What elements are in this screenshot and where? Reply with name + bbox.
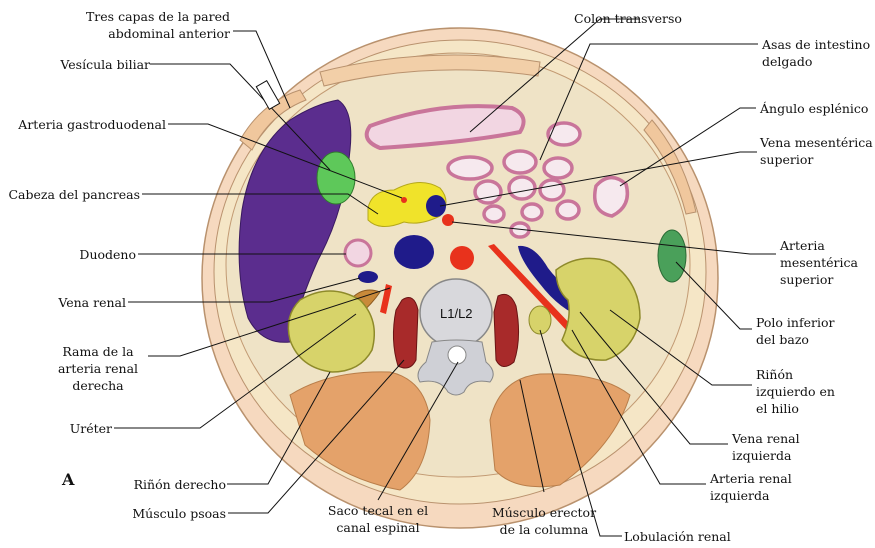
label-tres-capas: Tres capas de la pared abdominal anterio… bbox=[70, 8, 230, 42]
label-vena-renal-line1: Vena renal bbox=[30, 294, 126, 311]
label-vena-mesenterica: Vena mesentérica superior bbox=[760, 134, 873, 168]
label-erector-line1: Músculo erector bbox=[484, 504, 604, 521]
label-polo-bazo-line1: Polo inferior bbox=[756, 314, 834, 331]
label-ureter: Uréter bbox=[30, 420, 112, 437]
label-tres-capas-line2: abdominal anterior bbox=[70, 25, 230, 42]
label-lobulacion-line1: Lobulación renal bbox=[624, 528, 731, 545]
aorta bbox=[450, 246, 474, 270]
label-polo-bazo: Polo inferior del bazo bbox=[756, 314, 834, 348]
label-saco-tecal-line2: canal espinal bbox=[318, 519, 438, 536]
label-arteria-renal-izq-line2: izquierda bbox=[710, 487, 792, 504]
label-tres-capas-line1: Tres capas de la pared bbox=[70, 8, 230, 25]
label-rinon-izq-line3: el hilio bbox=[756, 400, 835, 417]
label-saco-tecal: Saco tecal en el canal espinal bbox=[318, 502, 438, 536]
label-angulo: Ángulo esplénico bbox=[760, 100, 868, 117]
right-renal-vein bbox=[358, 271, 378, 283]
label-arteria-mesenterica-line3: superior bbox=[780, 271, 858, 288]
label-duodeno-line1: Duodeno bbox=[40, 246, 136, 263]
label-arteria-mesenterica: Arteria mesentérica superior bbox=[780, 237, 858, 288]
label-vena-renal-izq: Vena renal izquierda bbox=[732, 430, 800, 464]
right-psoas bbox=[393, 298, 418, 368]
label-ureter-line1: Uréter bbox=[30, 420, 112, 437]
label-colon: Colon transverso bbox=[574, 10, 682, 27]
label-rinon-izq: Riñón izquierdo en el hilio bbox=[756, 366, 835, 417]
superior-mesenteric-vein bbox=[426, 195, 446, 217]
label-rinon-derecho: Riñón derecho bbox=[100, 476, 226, 493]
duodenum bbox=[345, 240, 371, 266]
label-rinon-derecho-line1: Riñón derecho bbox=[100, 476, 226, 493]
label-cabeza-pancreas-line1: Cabeza del pancreas bbox=[0, 186, 140, 203]
label-rinon-izq-line1: Riñón bbox=[756, 366, 835, 383]
label-erector-line2: de la columna bbox=[484, 521, 604, 538]
ivc bbox=[394, 235, 434, 269]
label-saco-tecal-line1: Saco tecal en el bbox=[318, 502, 438, 519]
label-colon-line1: Colon transverso bbox=[574, 10, 682, 27]
renal-lobulation bbox=[529, 306, 551, 334]
label-vesicula: Vesícula biliar bbox=[10, 56, 150, 73]
label-vena-renal-izq-line1: Vena renal bbox=[732, 430, 800, 447]
label-duodeno: Duodeno bbox=[40, 246, 136, 263]
label-gastroduodenal-line1: Arteria gastroduodenal bbox=[0, 116, 166, 133]
label-asas-line2: delgado bbox=[762, 53, 870, 70]
label-vena-renal-izq-line2: izquierda bbox=[732, 447, 800, 464]
label-asas: Asas de intestino delgado bbox=[762, 36, 870, 70]
label-erector: Músculo erector de la columna bbox=[484, 504, 604, 538]
vertebra-label: L1/L2 bbox=[440, 306, 473, 321]
label-arteria-mesenterica-line1: Arteria bbox=[780, 237, 858, 254]
panel-letter: A bbox=[62, 470, 74, 489]
label-rinon-izq-line2: izquierdo en bbox=[756, 383, 835, 400]
label-vena-mesenterica-line2: superior bbox=[760, 151, 873, 168]
label-arteria-renal-izq-line1: Arteria renal bbox=[710, 470, 792, 487]
spleen-lower-pole bbox=[658, 230, 686, 282]
label-rama-arteria: Rama de la arteria renal derecha bbox=[48, 343, 148, 394]
label-musculo-psoas-line1: Músculo psoas bbox=[100, 505, 226, 522]
superior-mesenteric-artery bbox=[442, 214, 454, 226]
label-lobulacion: Lobulación renal bbox=[624, 528, 731, 545]
left-psoas bbox=[494, 294, 519, 366]
label-polo-bazo-line2: del bazo bbox=[756, 331, 834, 348]
label-vena-renal: Vena renal bbox=[30, 294, 126, 311]
label-arteria-mesenterica-line2: mesentérica bbox=[780, 254, 858, 271]
label-angulo-line1: Ángulo esplénico bbox=[760, 100, 868, 117]
label-cabeza-pancreas: Cabeza del pancreas bbox=[0, 186, 140, 203]
label-arteria-renal-izq: Arteria renal izquierda bbox=[710, 470, 792, 504]
label-vesicula-line1: Vesícula biliar bbox=[10, 56, 150, 73]
label-rama-arteria-line2: arteria renal bbox=[48, 360, 148, 377]
label-rama-arteria-line3: derecha bbox=[48, 377, 148, 394]
label-gastroduodenal: Arteria gastroduodenal bbox=[0, 116, 166, 133]
label-vena-mesenterica-line1: Vena mesentérica bbox=[760, 134, 873, 151]
label-rama-arteria-line1: Rama de la bbox=[48, 343, 148, 360]
thecal-sac bbox=[448, 346, 466, 364]
label-musculo-psoas: Músculo psoas bbox=[100, 505, 226, 522]
label-asas-line1: Asas de intestino bbox=[762, 36, 870, 53]
